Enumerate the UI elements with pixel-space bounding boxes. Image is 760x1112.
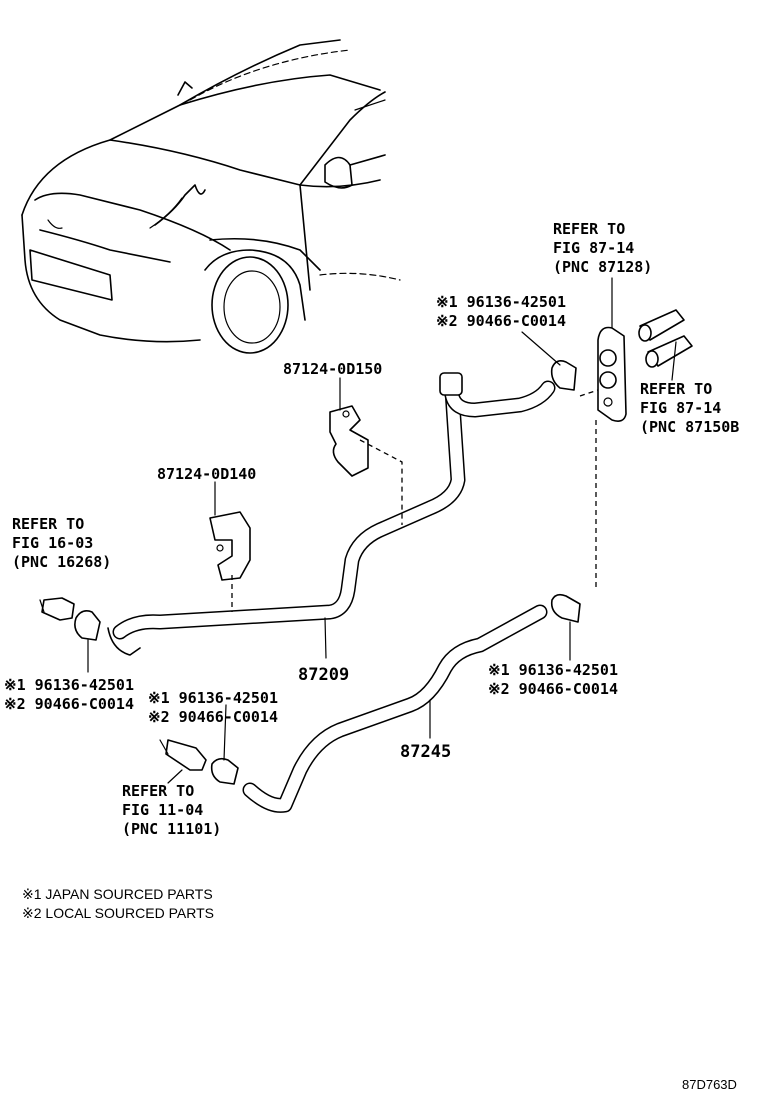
clamp-center bbox=[210, 757, 239, 785]
part-number-87209: 87209 bbox=[298, 665, 350, 685]
refer-label-16268: REFER TO FIG 16-03 (PNC 16268) bbox=[12, 515, 112, 571]
heater-pipes-right bbox=[638, 309, 693, 368]
pipe-stub-left bbox=[39, 597, 75, 621]
refer-label-87150b: REFER TO FIG 87-14 (PNC 87150B bbox=[640, 380, 740, 436]
hose-87209 bbox=[107, 372, 556, 656]
refer-label-11101: REFER TO FIG 11-04 (PNC 11101) bbox=[122, 782, 222, 838]
part-number-87124-0d150: 87124-0D150 bbox=[283, 360, 383, 378]
clamp-top-right bbox=[550, 360, 577, 391]
clip-87124-0d150 bbox=[329, 405, 369, 477]
hose-87245 bbox=[242, 604, 548, 813]
part-number-87124-0d140: 87124-0D140 bbox=[157, 465, 257, 483]
clamp-left bbox=[74, 610, 101, 641]
clamp-label-left: ※1 96136-42501 ※2 90466-C0014 bbox=[4, 676, 134, 713]
clamp-label-center: ※1 96136-42501 ※2 90466-C0014 bbox=[148, 689, 278, 726]
clamp-label-mid-right: ※1 96136-42501 ※2 90466-C0014 bbox=[488, 661, 618, 698]
diagram-code: 87D763D bbox=[682, 1077, 737, 1092]
legend-item-local: ※2 LOCAL SOURCED PARTS bbox=[22, 905, 214, 921]
vehicle-outline bbox=[21, 39, 401, 354]
dashed-guides bbox=[231, 389, 599, 612]
part-number-87245: 87245 bbox=[400, 742, 452, 762]
legend-item-japan: ※1 JAPAN SOURCED PARTS bbox=[22, 886, 213, 902]
clamp-label-top-right: ※1 96136-42501 ※2 90466-C0014 bbox=[436, 293, 566, 330]
grommet-plate bbox=[597, 326, 627, 422]
refer-label-87128: REFER TO FIG 87-14 (PNC 87128) bbox=[553, 220, 653, 276]
clamp-mid-right bbox=[550, 593, 581, 623]
legend: ※1 JAPAN SOURCED PARTS ※2 LOCAL SOURCED … bbox=[22, 885, 214, 923]
clip-87124-0d140 bbox=[209, 511, 251, 581]
leader-lines bbox=[87, 277, 677, 784]
pipe-stub-center bbox=[159, 739, 207, 771]
